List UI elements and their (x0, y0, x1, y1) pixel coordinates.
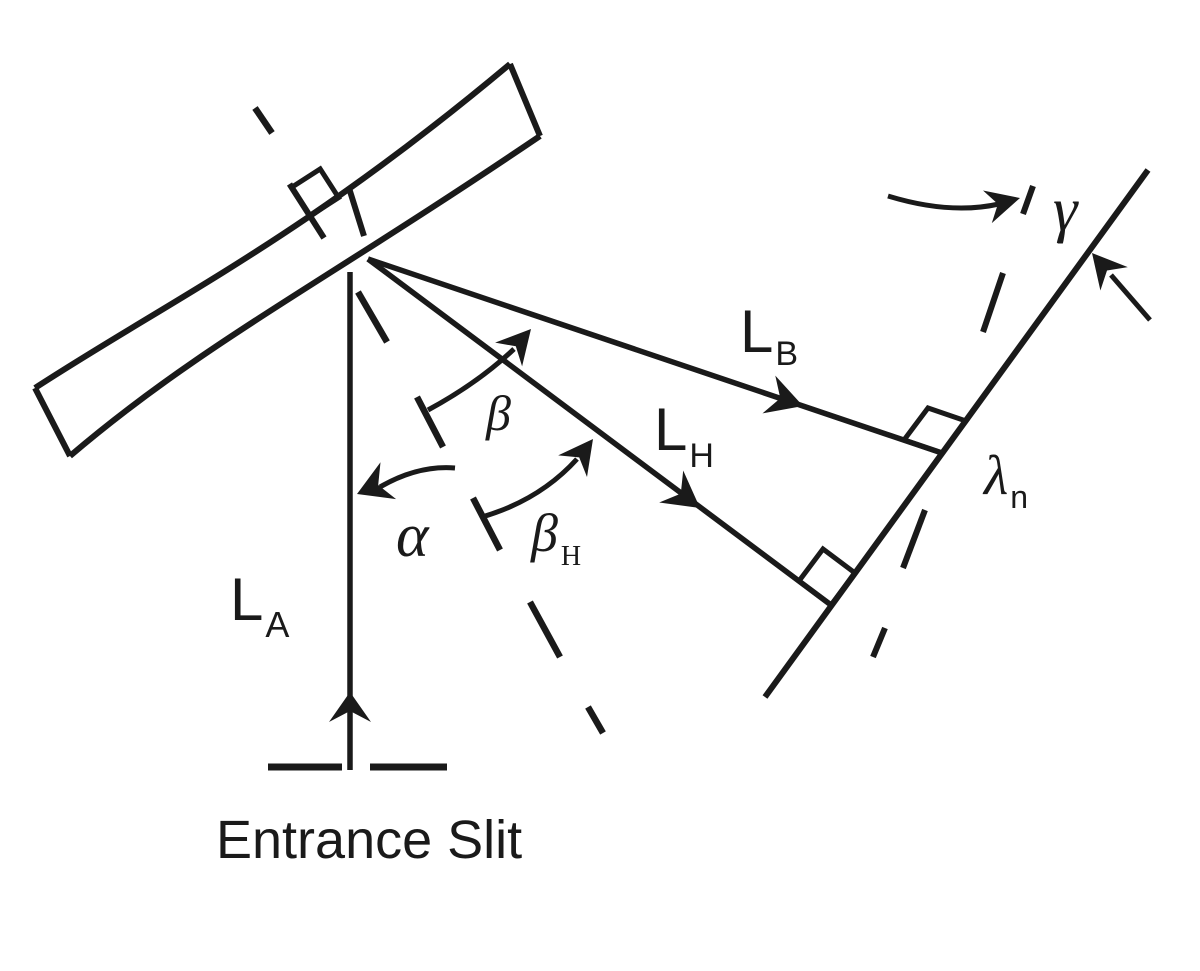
reference-dash (980, 272, 1006, 333)
grating-surface-tick-right (346, 187, 367, 237)
angle-arrows (357, 190, 1152, 520)
gamma-angle-arrow-arc (887, 193, 1000, 211)
grating-outer-edge (33, 61, 512, 391)
grating-normal-dash (414, 395, 446, 449)
grating-right-end-cap (507, 62, 543, 138)
concave-grating (32, 61, 543, 459)
grating-normal-dashed-line (252, 106, 606, 735)
diffracted-ray-lh (366, 256, 833, 608)
reference-dash (1020, 184, 1036, 216)
right-angle-marker-lh-icon (795, 545, 859, 609)
label-lambda-sub: n (1010, 479, 1028, 515)
focal-plane-pointer-arrowhead-icon (1092, 253, 1128, 291)
label-lh-main: L (654, 396, 687, 463)
label-lb-sub: B (775, 335, 798, 373)
focal-plane-pointer-shaft (1109, 273, 1152, 322)
label-la-sub: A (265, 604, 289, 645)
beta-h-angle-arrow-arc (481, 457, 579, 520)
label-la: LA (230, 566, 289, 645)
grating-inner-edge (68, 133, 542, 459)
reference-dash (870, 626, 888, 659)
alpha-arrowhead-icon (357, 462, 397, 500)
label-beta: β (485, 385, 511, 441)
diffracted-ray-lb (367, 256, 943, 456)
beta-arrowhead-icon (495, 329, 531, 367)
focal-plane-reference-dashed-line (870, 184, 1036, 659)
right-angle-marker-lb-icon (899, 405, 971, 456)
lb-arrowhead-icon (762, 375, 803, 414)
label-lb-main: L (740, 298, 773, 365)
la-up-arrowhead-icon (329, 692, 371, 722)
label-beta-h-main: β (530, 503, 558, 563)
label-gamma: γ (1053, 176, 1079, 244)
grating-normal-dash (527, 600, 563, 659)
grating-normal-dash (252, 106, 275, 135)
grating-left-end-cap (32, 386, 73, 458)
grating-normal-dash (355, 290, 390, 344)
label-entrance-slit: Entrance Slit (216, 810, 522, 870)
focal-plane (762, 168, 1151, 699)
lh-arrowhead-icon (659, 470, 700, 508)
label-lb: LB (740, 298, 798, 373)
label-lambda-n: λn (982, 445, 1028, 515)
grating-normal-dash (585, 705, 606, 735)
label-lambda-main: λ (982, 445, 1008, 507)
rays (329, 256, 943, 770)
gamma-arrowhead-icon (983, 190, 1020, 224)
alpha-angle-arrow-arc (378, 465, 456, 490)
label-la-main: L (230, 566, 263, 633)
grating-normal-dash (470, 496, 503, 552)
label-lh: LH (654, 396, 714, 475)
label-lh-sub: H (689, 437, 714, 475)
label-alpha: α (396, 502, 430, 570)
reference-dash (900, 508, 928, 570)
grating-surface-tick-left (286, 182, 327, 240)
label-beta-h-sub: H (561, 541, 581, 572)
beta-h-arrowhead-icon (558, 439, 593, 477)
beta-angle-arrow-arc (426, 347, 516, 413)
